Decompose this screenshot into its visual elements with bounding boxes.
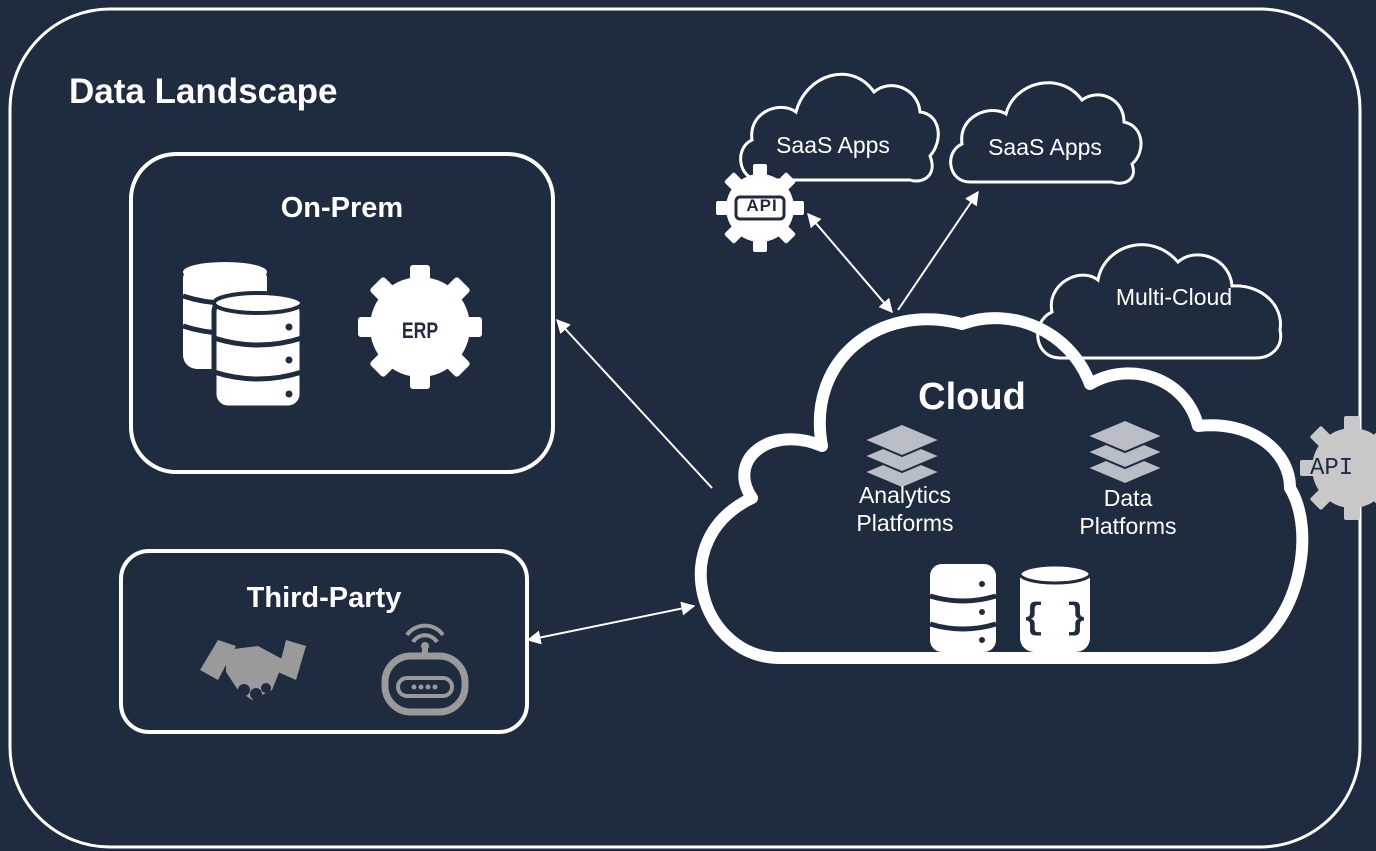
cloud-title: Cloud	[918, 376, 1026, 418]
api-gear-icon-right	[1300, 416, 1376, 520]
on-prem-box	[129, 152, 555, 474]
api-label-saas: API	[746, 196, 778, 215]
analytics-line-1: Analytics	[858, 482, 952, 508]
arrow-cloud-to-on-prem	[556, 318, 713, 489]
cloud-database-icon	[929, 564, 997, 652]
saas-apps-label-left: SaaS Apps	[776, 132, 890, 158]
cloud-shape	[694, 312, 1309, 664]
multi-cloud-label: Multi-Cloud	[1115, 284, 1233, 310]
analytics-line-2: Platforms	[856, 509, 954, 536]
svg-text:{ }: { }	[1023, 598, 1088, 639]
api-label-right: API	[1310, 455, 1354, 482]
third-party-title: Third-Party	[246, 582, 402, 614]
on-prem-title: On-Prem	[280, 192, 404, 224]
api-gear-icon-saas	[716, 164, 804, 252]
saas-apps-cloud-left	[739, 72, 940, 183]
wireless-device-icon	[381, 623, 469, 716]
handshake-icon	[200, 640, 306, 700]
layers-icon-analytics	[861, 422, 943, 490]
saas-apps-label-right: SaaS Apps	[988, 134, 1102, 160]
page-title: Data Landscape	[69, 72, 338, 111]
analytics-platforms-label: Analytics Platforms	[830, 482, 980, 537]
json-database-icon: { }	[1018, 563, 1092, 652]
data-line-2: Platforms	[1079, 512, 1177, 539]
saas-apps-cloud-right	[949, 81, 1143, 185]
database-stack-icon	[182, 262, 305, 411]
arrow-cloud-saas-left	[807, 212, 893, 314]
data-line-1: Data	[1103, 485, 1153, 511]
arrow-cloud-third-party	[526, 601, 696, 645]
erp-label: ERP	[401, 318, 439, 343]
third-party-box	[119, 549, 529, 734]
data-platforms-label: Data Platforms	[1058, 485, 1198, 540]
multi-cloud-shape	[1036, 243, 1283, 360]
data-landscape-frame	[8, 7, 1362, 849]
erp-gear-icon	[358, 265, 482, 389]
arrow-cloud-saas-right	[897, 190, 979, 311]
layers-icon-data	[1084, 418, 1166, 486]
